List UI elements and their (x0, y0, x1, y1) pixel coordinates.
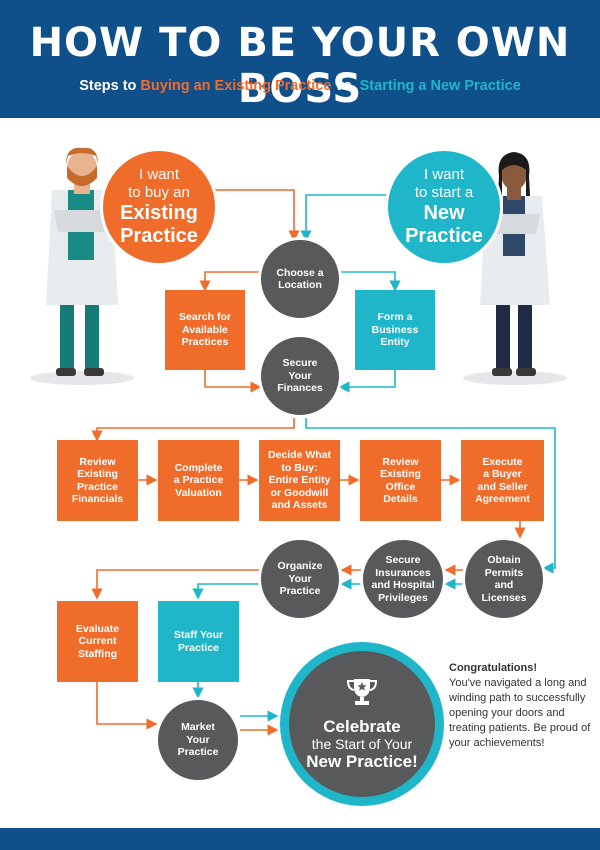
step-review-financials: Review Existing Practice Financials (57, 440, 138, 521)
congrats-text: Congratulations! You've navigated a long… (449, 661, 595, 751)
final-line2: the Start of Your (311, 735, 413, 752)
page-title: HOW TO BE YOUR OWN BOSS (29, 20, 571, 112)
start-existing-circle: I want to buy an Existing Practice (100, 148, 218, 266)
step-execute-agreement: Execute a Buyer and Seller Agreement (461, 440, 544, 521)
step-decide-buy: Decide What to Buy: Entire Entity or Goo… (259, 440, 340, 521)
start-existing-line1: I want (138, 166, 180, 183)
doctor-new-icon (480, 152, 550, 376)
subtitle-new: Starting a New Practice (359, 78, 521, 94)
step-organize-practice: Organize Your Practice (258, 537, 342, 621)
step-obtain-permits: Obtain Permits and Licenses (462, 537, 546, 621)
step-complete-valuation: Complete a Practice Valuation (158, 440, 239, 521)
subtitle-prefix: Steps to (79, 78, 141, 94)
final-line1: Celebrate (323, 716, 401, 736)
step-market-practice: Market Your Practice (155, 697, 241, 783)
trophy-icon (346, 678, 378, 705)
congrats-body: You've navigated a long and winding path… (449, 677, 591, 749)
step-choose-location: Choose a Location (258, 237, 342, 321)
step-staff-practice: Staff Your Practice (158, 601, 239, 682)
start-new-line2: to start a (414, 184, 474, 201)
subtitle-existing: Buying an Existing Practice (140, 78, 332, 94)
step-secure-finances: Secure Your Finances (258, 334, 342, 418)
footer-bar (0, 828, 600, 850)
final-line3: New Practice! (306, 751, 418, 771)
start-existing-line3: Existing (120, 202, 198, 224)
step-search-practices: Search for Available Practices (165, 290, 245, 370)
start-new-line3: New (423, 202, 465, 224)
step-review-office: Review Existing Office Details (360, 440, 441, 521)
start-new-line1: I want (423, 166, 465, 183)
step-form-entity: Form a Business Entity (355, 290, 435, 370)
start-existing-line2: to buy an (128, 184, 190, 201)
subtitle-vs: vs. (331, 78, 360, 94)
congrats-heading: Congratulations! (449, 662, 537, 674)
shadow-left (30, 371, 134, 385)
page-subtitle: Steps to Buying an Existing Practice vs.… (0, 78, 600, 94)
doctor-existing-icon (46, 147, 118, 376)
final-celebrate-circle: Celebrate the Start of Your New Practice… (289, 651, 435, 797)
shadow-right (463, 371, 567, 385)
start-new-circle: I want to start a New Practice (385, 148, 503, 266)
start-existing-line4: Practice (120, 225, 198, 247)
step-secure-insurance: Secure Insurances and Hospital Privilege… (360, 537, 446, 621)
start-new-line4: Practice (405, 225, 483, 247)
step-evaluate-staffing: Evaluate Current Staffing (57, 601, 138, 682)
header-banner: HOW TO BE YOUR OWN BOSS Steps to Buying … (0, 0, 600, 118)
